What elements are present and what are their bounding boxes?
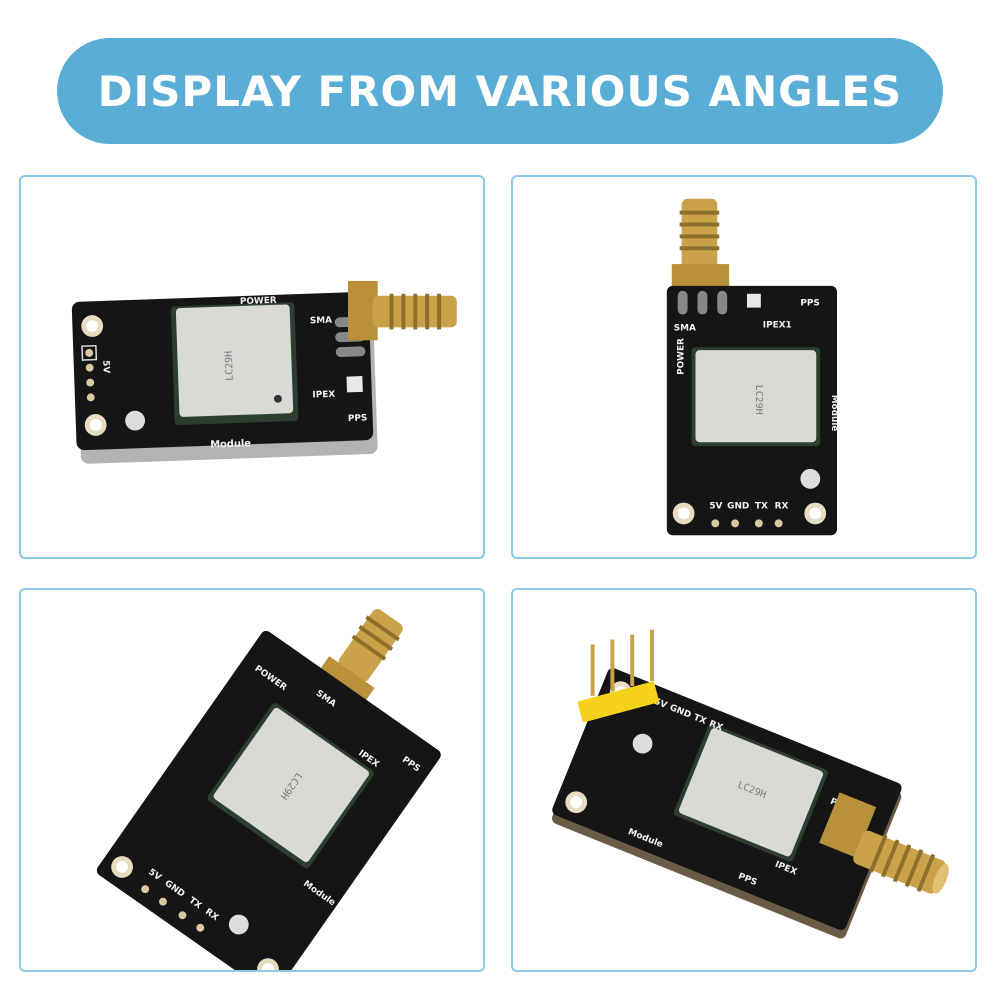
pin-label-tx: TX <box>692 713 708 727</box>
pps-label: PPS <box>800 299 819 309</box>
banner-title: DISPLAY FROM VARIOUS ANGLES <box>97 66 903 116</box>
ipex-label: IPEX <box>312 390 335 401</box>
chip-model: LC29H <box>224 351 236 381</box>
photo-panel-angle-4: LC29H Module POWER SMA IPEX PPS 5V GND T… <box>511 588 977 972</box>
sma-label: SMA <box>310 316 333 327</box>
photo-panel-angle-1: 5V LC29H Module POWER SMA IPEX PPS <box>19 175 485 559</box>
power-label: POWER <box>677 338 687 375</box>
gnss-chip-shield <box>175 304 294 417</box>
pin-label-5v: 5V <box>100 360 110 374</box>
pin-label-rx: RX <box>775 502 789 512</box>
photo-panel-angle-2: SMA IPEX1 PPS POWER LC29H Module 5V GND … <box>511 175 977 559</box>
ipex1-label: IPEX1 <box>763 320 792 330</box>
gnss-chip-shield <box>695 350 817 443</box>
pin-label-rx: RX <box>707 719 724 733</box>
title-banner: DISPLAY FROM VARIOUS ANGLES <box>57 38 943 144</box>
gnss-chip-shield <box>678 728 824 857</box>
gps-module-photo-1: 5V LC29H Module POWER SMA IPEX PPS <box>71 280 457 464</box>
gps-module-photo-2: SMA IPEX1 PPS POWER LC29H Module 5V GND … <box>666 198 839 536</box>
pin-label-gnd: GND <box>727 502 749 512</box>
module-label: Module <box>829 395 839 432</box>
chip-model: LC29H <box>753 385 764 415</box>
power-label: POWER <box>240 296 277 307</box>
gps-module-photo-4: LC29H Module POWER SMA IPEX PPS 5V GND T… <box>552 629 949 939</box>
sma-connector <box>671 198 730 288</box>
pps-label: PPS <box>348 413 368 424</box>
pin-label-tx: TX <box>755 502 768 512</box>
sma-connector <box>819 792 949 894</box>
photo-panel-angle-3: LC29H POWER SMA IPEX PPS Module 5V GND T… <box>19 588 485 972</box>
gps-module-photo-3: LC29H POWER SMA IPEX PPS Module 5V GND T… <box>96 609 441 970</box>
gnss-chip-shield <box>213 707 369 862</box>
sma-label: SMA <box>674 323 696 333</box>
sma-connector <box>347 280 457 341</box>
pin-label-5v: 5V <box>709 502 722 512</box>
module-label: Module <box>210 438 251 450</box>
header-pins <box>577 629 659 723</box>
